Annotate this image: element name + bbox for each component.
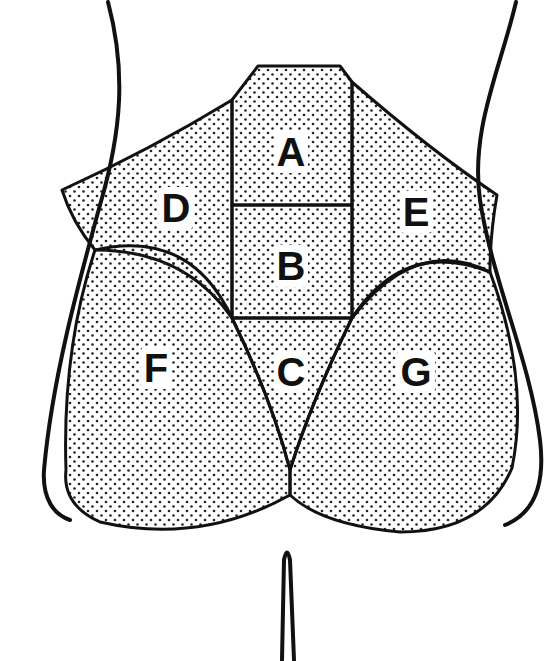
body-outline-right xyxy=(478,2,541,525)
region-label: E xyxy=(400,191,433,233)
region-label: D xyxy=(159,187,194,229)
region-c xyxy=(232,318,352,470)
body-outline-left xyxy=(44,2,120,520)
region-label: C xyxy=(274,351,309,393)
region-label: F xyxy=(141,347,171,389)
gluteal-cleft xyxy=(282,553,294,661)
region-label: B xyxy=(274,245,309,287)
region-label: A xyxy=(274,131,309,173)
region-label: G xyxy=(397,351,434,393)
region-a xyxy=(232,66,352,205)
region-b xyxy=(232,205,352,318)
